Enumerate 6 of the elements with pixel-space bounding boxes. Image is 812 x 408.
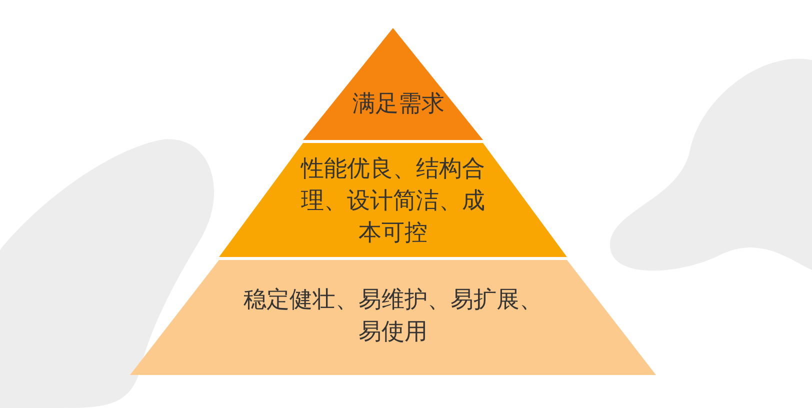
- pyramid-tier: [130, 260, 656, 375]
- pyramid-tier: [303, 28, 483, 140]
- pyramid-tier: [219, 143, 567, 257]
- tier-label: 满足需求: [351, 90, 446, 119]
- tier-label: 稳定健壮、易维护、易扩展、易使用: [242, 286, 544, 347]
- tier-label: 性能优良、结构合理、设计简洁、成本可控: [300, 155, 486, 248]
